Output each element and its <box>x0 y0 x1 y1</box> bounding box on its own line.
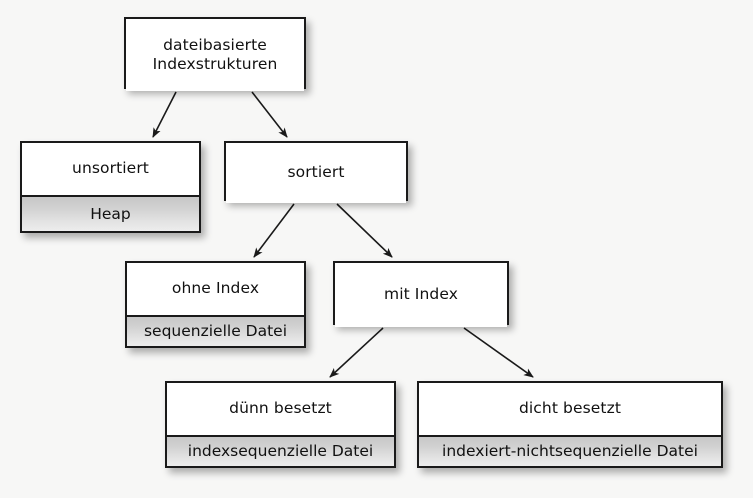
edge-mit-index-dicht <box>463 327 534 378</box>
node-mit-index[interactable]: mit Index <box>333 261 509 327</box>
node-title-root-line1: dateibasierte <box>163 35 267 54</box>
edge-mit-index-duenn <box>329 327 384 378</box>
node-title-dicht-besetzt: dicht besetzt <box>419 383 721 437</box>
node-title-mit-index: mit Index <box>335 263 507 327</box>
node-title-duenn-besetzt: dünn besetzt <box>167 383 394 437</box>
node-subtitle-unsortiert: Heap <box>22 197 199 231</box>
node-title-sortiert: sortiert <box>226 143 406 203</box>
node-subtitle-ohne-index: sequenzielle Datei <box>127 317 304 346</box>
edge-root-sortiert <box>251 91 288 138</box>
node-sortiert[interactable]: sortiert <box>224 141 408 203</box>
node-title-unsortiert: unsortiert <box>22 143 199 197</box>
node-subtitle-dicht-besetzt: indexiert-nichtsequenzielle Datei <box>419 437 721 466</box>
node-subtitle-duenn-besetzt: indexsequenzielle Datei <box>167 437 394 466</box>
edge-sortiert-mit-index <box>336 203 393 258</box>
edge-root-unsortiert <box>152 91 177 138</box>
node-title-ohne-index: ohne Index <box>127 263 304 317</box>
node-title-root-line2: Indexstrukturen <box>152 55 278 73</box>
edge-sortiert-ohne-index <box>253 203 295 258</box>
